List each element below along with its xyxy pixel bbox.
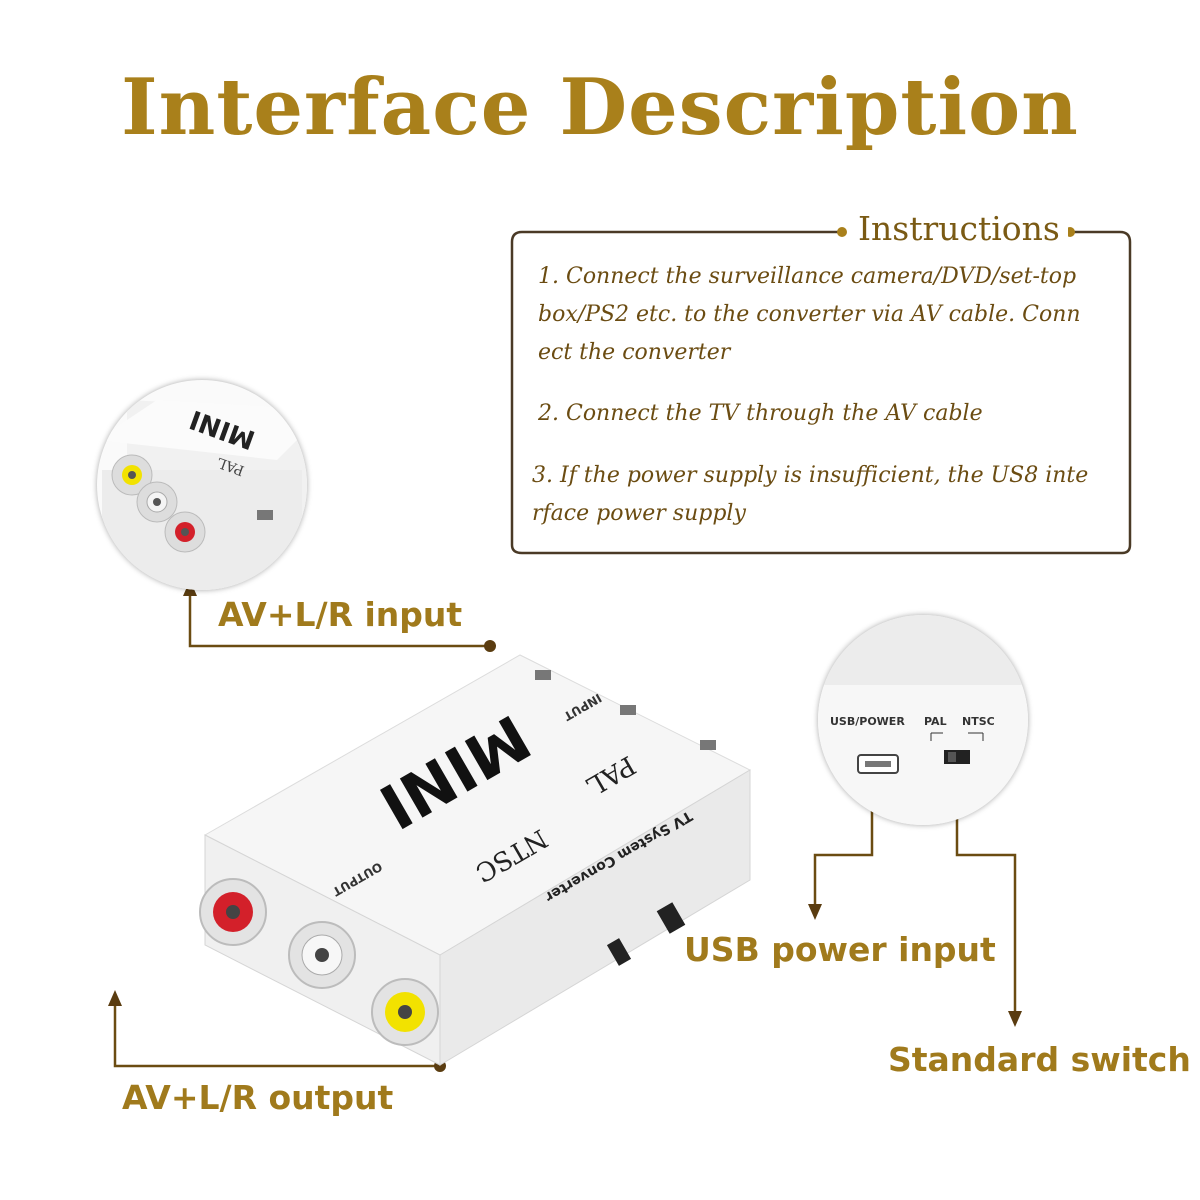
instruction-item-2: 2. Connect the TV through the AV cable [538, 401, 983, 426]
zoom-pal-switch-text: PAL [924, 715, 947, 728]
rca-white-port [288, 921, 356, 989]
label-av-input: AV+L/R input [218, 595, 463, 634]
rca-red-port [199, 878, 267, 946]
label-standard-switch: Standard switch [888, 1040, 1191, 1079]
zoom-usb-power-text: USB/POWER [830, 715, 905, 728]
page-title: Interface Description [121, 62, 1079, 153]
instruction-item-1: 1. Connect the surveillance camera/DVD/s… [538, 264, 1081, 365]
input-zoom-illustration [97, 400, 307, 590]
label-usb-power: USB power input [684, 930, 996, 969]
instruction-item-3: 3. If the power supply is insufficient, … [532, 463, 1089, 526]
instructions-heading: Instructions [850, 209, 1068, 248]
label-av-output: AV+L/R output [122, 1078, 394, 1117]
zoom-ntsc-switch-text: NTSC [962, 715, 995, 728]
frame-dot-left [837, 227, 847, 237]
rca-yellow-port [371, 978, 439, 1046]
input-zoom-circle: MINI PAL [97, 380, 307, 590]
